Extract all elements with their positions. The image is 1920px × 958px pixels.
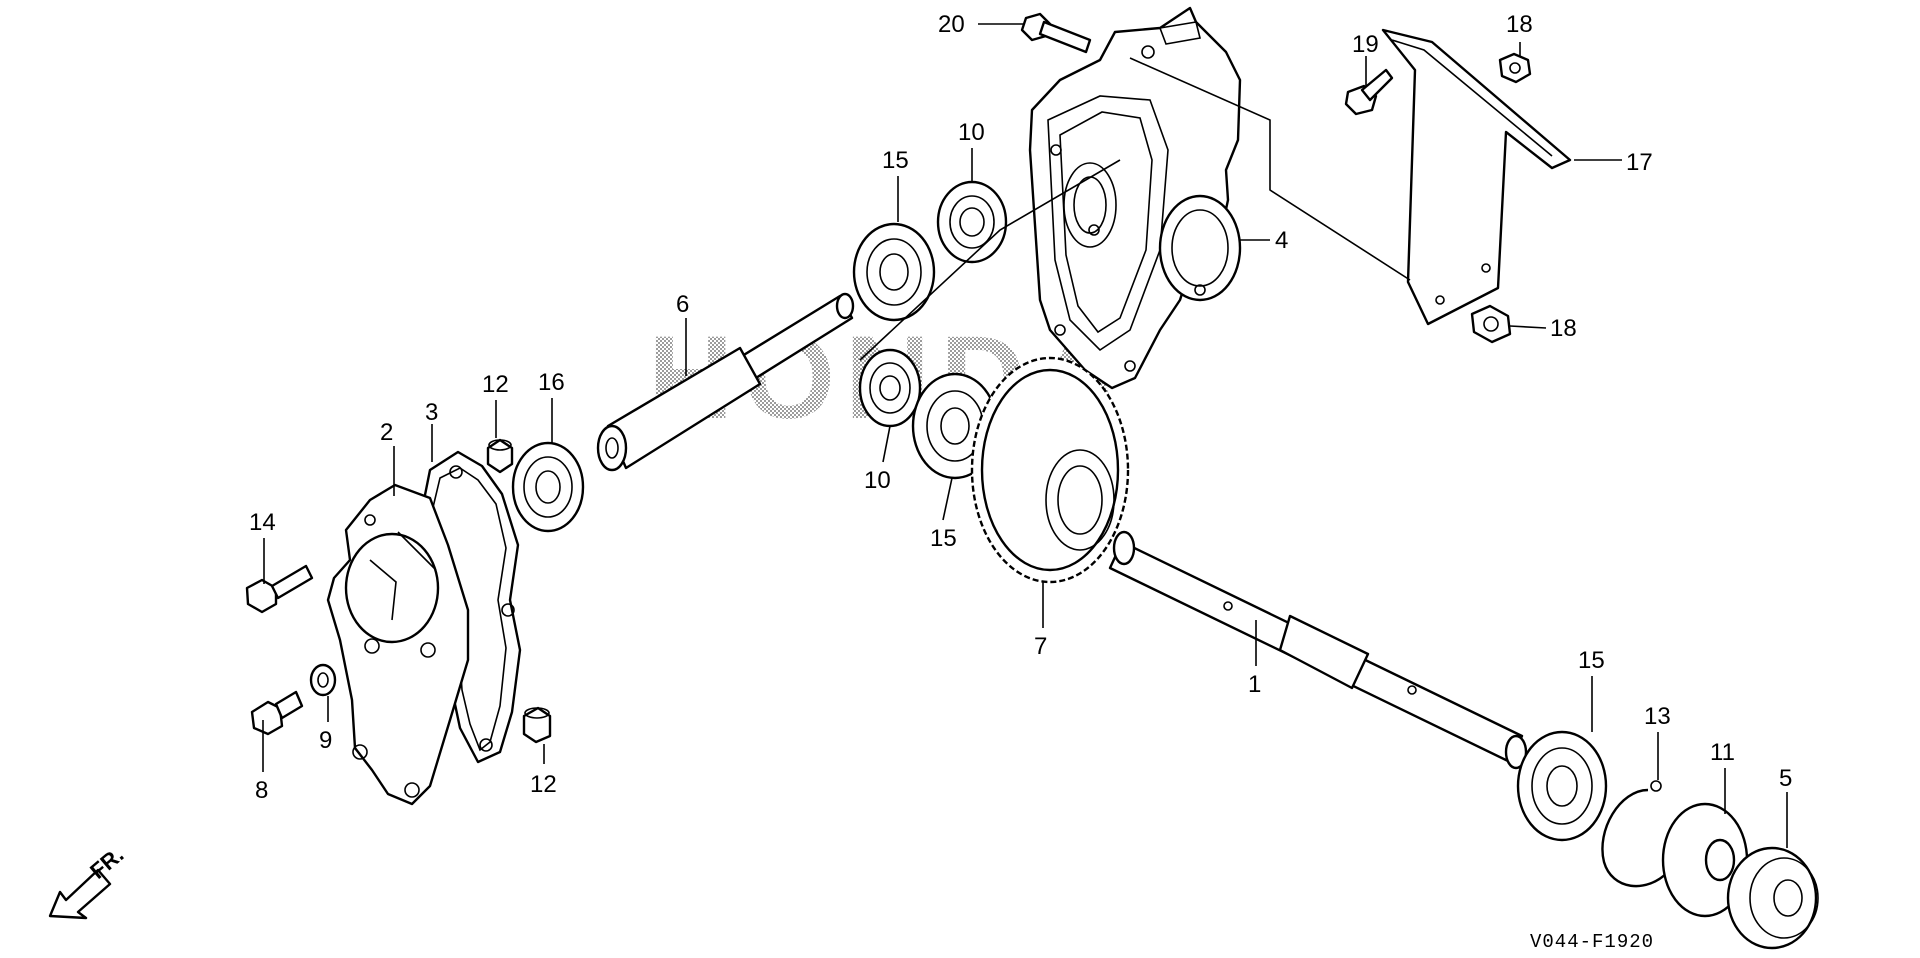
oil-seal-10-upper[interactable] [936,180,1008,264]
mounting-bracket[interactable] [1381,28,1572,326]
callout-labels: 1 2 3 4 5 6 7 8 9 10 10 11 12 12 13 14 1… [249,11,1792,804]
callout-3: 3 [425,399,438,426]
callout-4: 4 [1275,227,1288,254]
worm-gear[interactable] [970,356,1130,584]
end-cap[interactable] [1726,846,1819,950]
circlip[interactable] [1601,780,1669,888]
leader-lines [262,23,1788,848]
bearing-15-upper[interactable] [852,222,936,322]
nut-lower[interactable] [1470,304,1512,344]
callout-5: 5 [1779,765,1792,792]
callout-20: 20 [938,11,965,38]
callout-15a: 15 [882,147,909,174]
oil-seal-10-lower[interactable] [858,348,922,428]
callout-10a: 10 [958,119,985,146]
callout-14: 14 [249,509,276,536]
nut-upper[interactable] [1498,52,1532,84]
callout-7: 7 [1034,633,1047,660]
bearing-15-lower[interactable] [1516,730,1608,842]
callout-15b: 15 [930,525,957,552]
callout-19: 19 [1352,31,1379,58]
diagram-code: V044-F1920 [1530,931,1654,953]
bolt-19[interactable] [1344,68,1394,116]
callout-17: 17 [1626,149,1653,176]
front-direction-arrow: FR. [48,842,128,920]
callout-16: 16 [538,369,565,396]
thrust-plate[interactable] [1661,802,1749,918]
callout-12a: 12 [482,371,509,398]
callout-9: 9 [319,727,332,754]
cover[interactable] [326,483,470,806]
callout-18a: 18 [1506,11,1533,38]
callout-1: 1 [1248,671,1261,698]
bolt-14[interactable] [245,564,314,614]
callout-11: 11 [1710,739,1735,766]
worm-shaft[interactable] [596,292,855,472]
callout-15c: 15 [1578,647,1605,674]
drain-plug[interactable] [250,690,304,736]
bearing-16[interactable] [511,441,585,533]
bolt-20[interactable] [1020,12,1092,54]
gear-case[interactable] [1028,6,1242,390]
callout-18b: 18 [1550,315,1577,342]
callout-2: 2 [380,419,393,446]
callout-12b: 12 [530,771,557,798]
dowel-pin-lower[interactable] [522,706,552,744]
output-shaft[interactable] [1108,530,1528,770]
callout-8: 8 [255,777,268,804]
dowel-pin-upper[interactable] [486,438,514,474]
callout-13: 13 [1644,703,1671,730]
callout-10b: 10 [864,467,891,494]
callout-6: 6 [676,291,689,318]
washer[interactable] [309,663,337,697]
